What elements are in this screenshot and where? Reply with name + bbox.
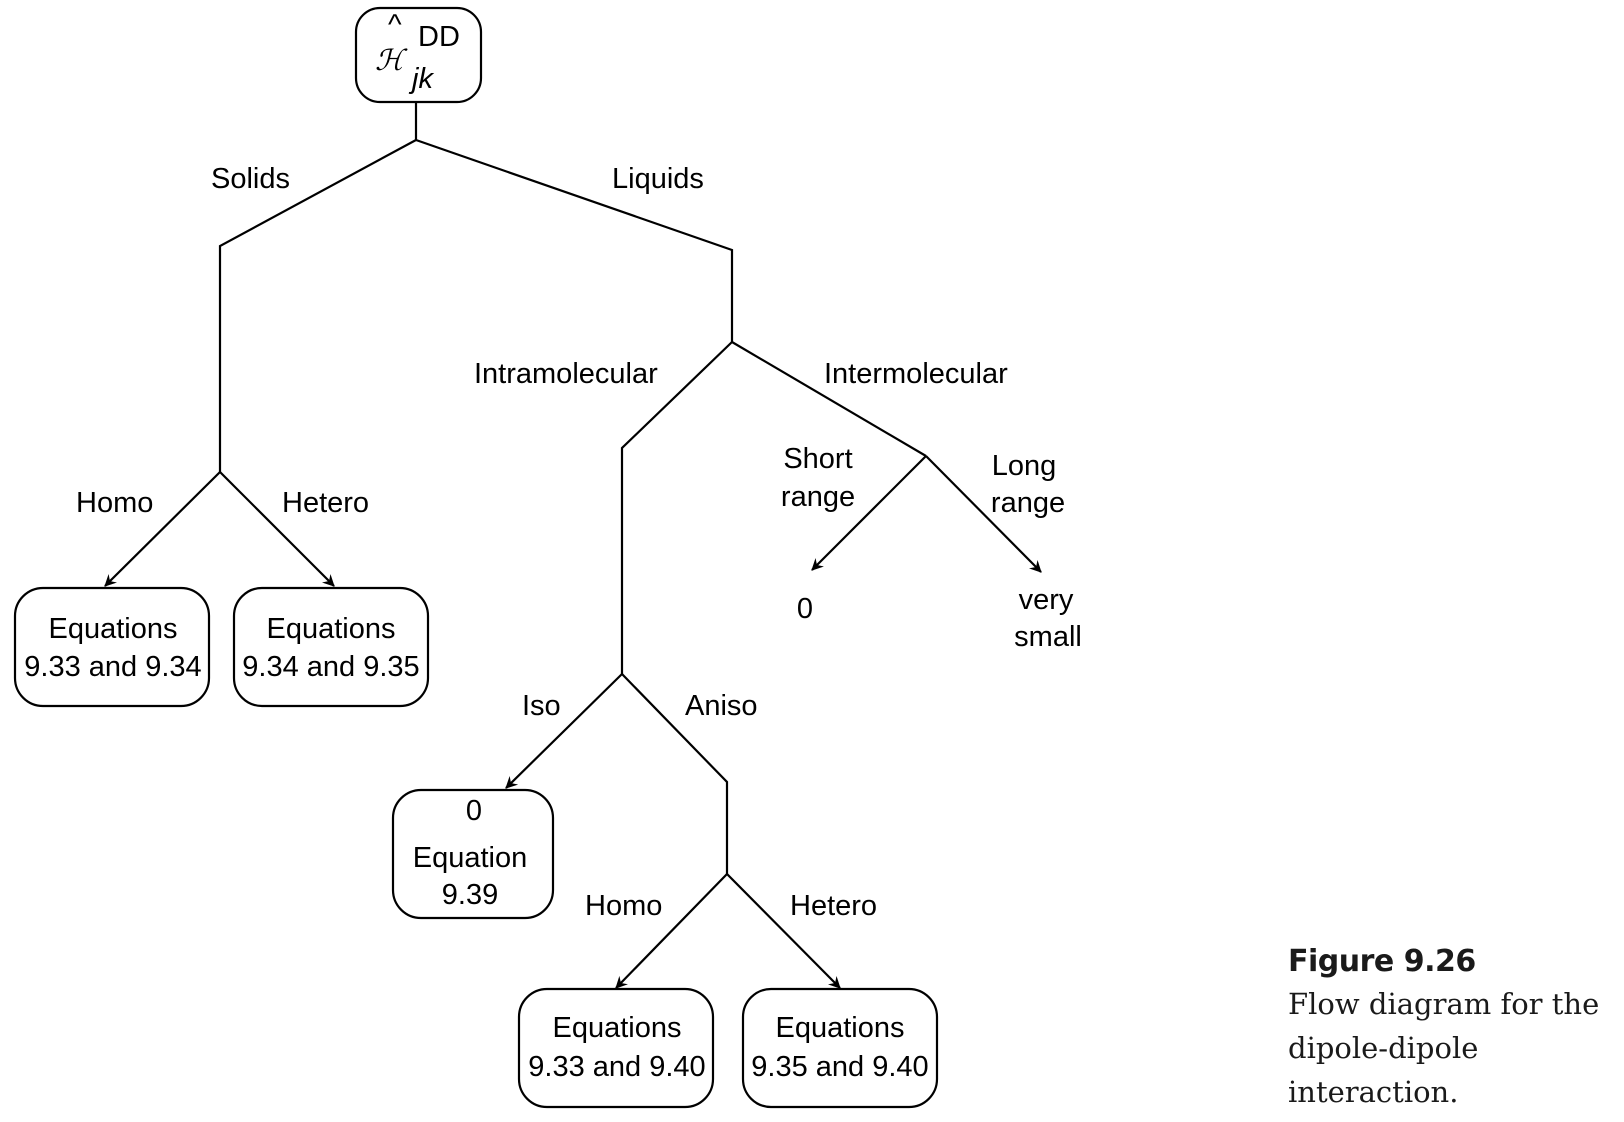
leaf-solids-homo: Equations 9.33 and 9.34 <box>13 586 211 708</box>
diagram-edges <box>104 102 1042 989</box>
hamiltonian-superscript: DD <box>418 21 460 53</box>
short-range-arrow <box>811 455 927 571</box>
leaf-aniso-homo: Equations 9.33 and 9.40 <box>517 987 715 1109</box>
long-range-label-line2: range <box>991 487 1065 519</box>
solids-homo-arrow <box>104 471 221 587</box>
aniso-homo-box <box>517 987 715 1109</box>
root-box <box>354 6 483 104</box>
intermolecular-edge <box>731 341 927 457</box>
aniso-hetero-box-line1: Equations <box>776 1012 905 1044</box>
iso-label: Iso <box>522 690 561 722</box>
aniso-homo-arrow <box>615 873 728 989</box>
solids-hetero-box-line2: 9.34 and 9.35 <box>242 651 419 683</box>
leaf-iso: 0 Equation 9.39 <box>391 788 555 920</box>
branch-labels: Solids Liquids Intramolecular Intermolec… <box>76 163 1065 922</box>
iso-box-line2: Equation <box>413 842 528 874</box>
long-range-value-line1: very <box>1019 584 1074 616</box>
aniso-edge <box>621 673 729 874</box>
solids-homo-box-line2: 9.33 and 9.34 <box>24 651 201 683</box>
solids-label: Solids <box>211 163 290 195</box>
hamiltonian-hat: ^ <box>388 9 402 41</box>
iso-box-line1: 0 <box>466 795 482 827</box>
solids-edge <box>218 139 417 472</box>
leaf-solids-hetero: Equations 9.34 and 9.35 <box>232 586 430 708</box>
intermolecular-label: Intermolecular <box>824 358 1008 390</box>
figure-caption: Figure 9.26 Flow diagram for the dipole-… <box>1288 942 1618 1114</box>
liquids-edge <box>415 138 734 342</box>
intramolecular-edge <box>620 341 733 674</box>
short-range-value: 0 <box>797 593 813 625</box>
solids-homo-box <box>13 586 211 708</box>
solids-homo-label: Homo <box>76 487 153 519</box>
solids-hetero-arrow <box>219 471 335 587</box>
intramolecular-label: Intramolecular <box>474 358 658 390</box>
iso-arrow <box>505 673 623 789</box>
leaf-long-range: very small <box>1014 584 1082 653</box>
hamiltonian-subscript: jk <box>408 63 434 95</box>
caption-line: Flow diagram for the <box>1288 987 1600 1021</box>
solids-hetero-label: Hetero <box>282 487 369 519</box>
aniso-label: Aniso <box>685 690 758 722</box>
aniso-homo-label: Homo <box>585 890 662 922</box>
leaf-aniso-hetero: Equations 9.35 and 9.40 <box>741 987 939 1109</box>
aniso-homo-box-line2: 9.33 and 9.40 <box>528 1051 705 1083</box>
aniso-hetero-box-line2: 9.35 and 9.40 <box>751 1051 928 1083</box>
root-node: ℋ ^ DD jk <box>354 6 483 104</box>
figure-number: Figure 9.26 <box>1288 944 1476 979</box>
aniso-homo-box-line1: Equations <box>553 1012 682 1044</box>
caption-line: dipole-dipole <box>1288 1031 1479 1065</box>
solids-homo-box-line1: Equations <box>49 613 178 645</box>
aniso-hetero-arrow <box>726 873 841 989</box>
iso-box-line3: 9.39 <box>442 879 498 911</box>
solids-hetero-box-line1: Equations <box>267 613 396 645</box>
aniso-hetero-box <box>741 987 939 1109</box>
short-range-label-line2: range <box>781 481 855 513</box>
caption-line: interaction. <box>1288 1075 1459 1109</box>
leaf-short-range: 0 <box>797 593 813 625</box>
long-range-value-line2: small <box>1014 621 1082 653</box>
figure-caption-text: Flow diagram for the dipole-dipole inter… <box>1288 982 1618 1114</box>
aniso-hetero-label: Hetero <box>790 890 877 922</box>
hamiltonian-symbol: ℋ <box>375 45 408 77</box>
long-range-arrow <box>925 455 1042 573</box>
liquids-label: Liquids <box>612 163 704 195</box>
solids-hetero-box <box>232 586 430 708</box>
short-range-label-line1: Short <box>783 443 852 475</box>
long-range-label-line1: Long <box>992 450 1057 482</box>
iso-box <box>391 788 555 920</box>
